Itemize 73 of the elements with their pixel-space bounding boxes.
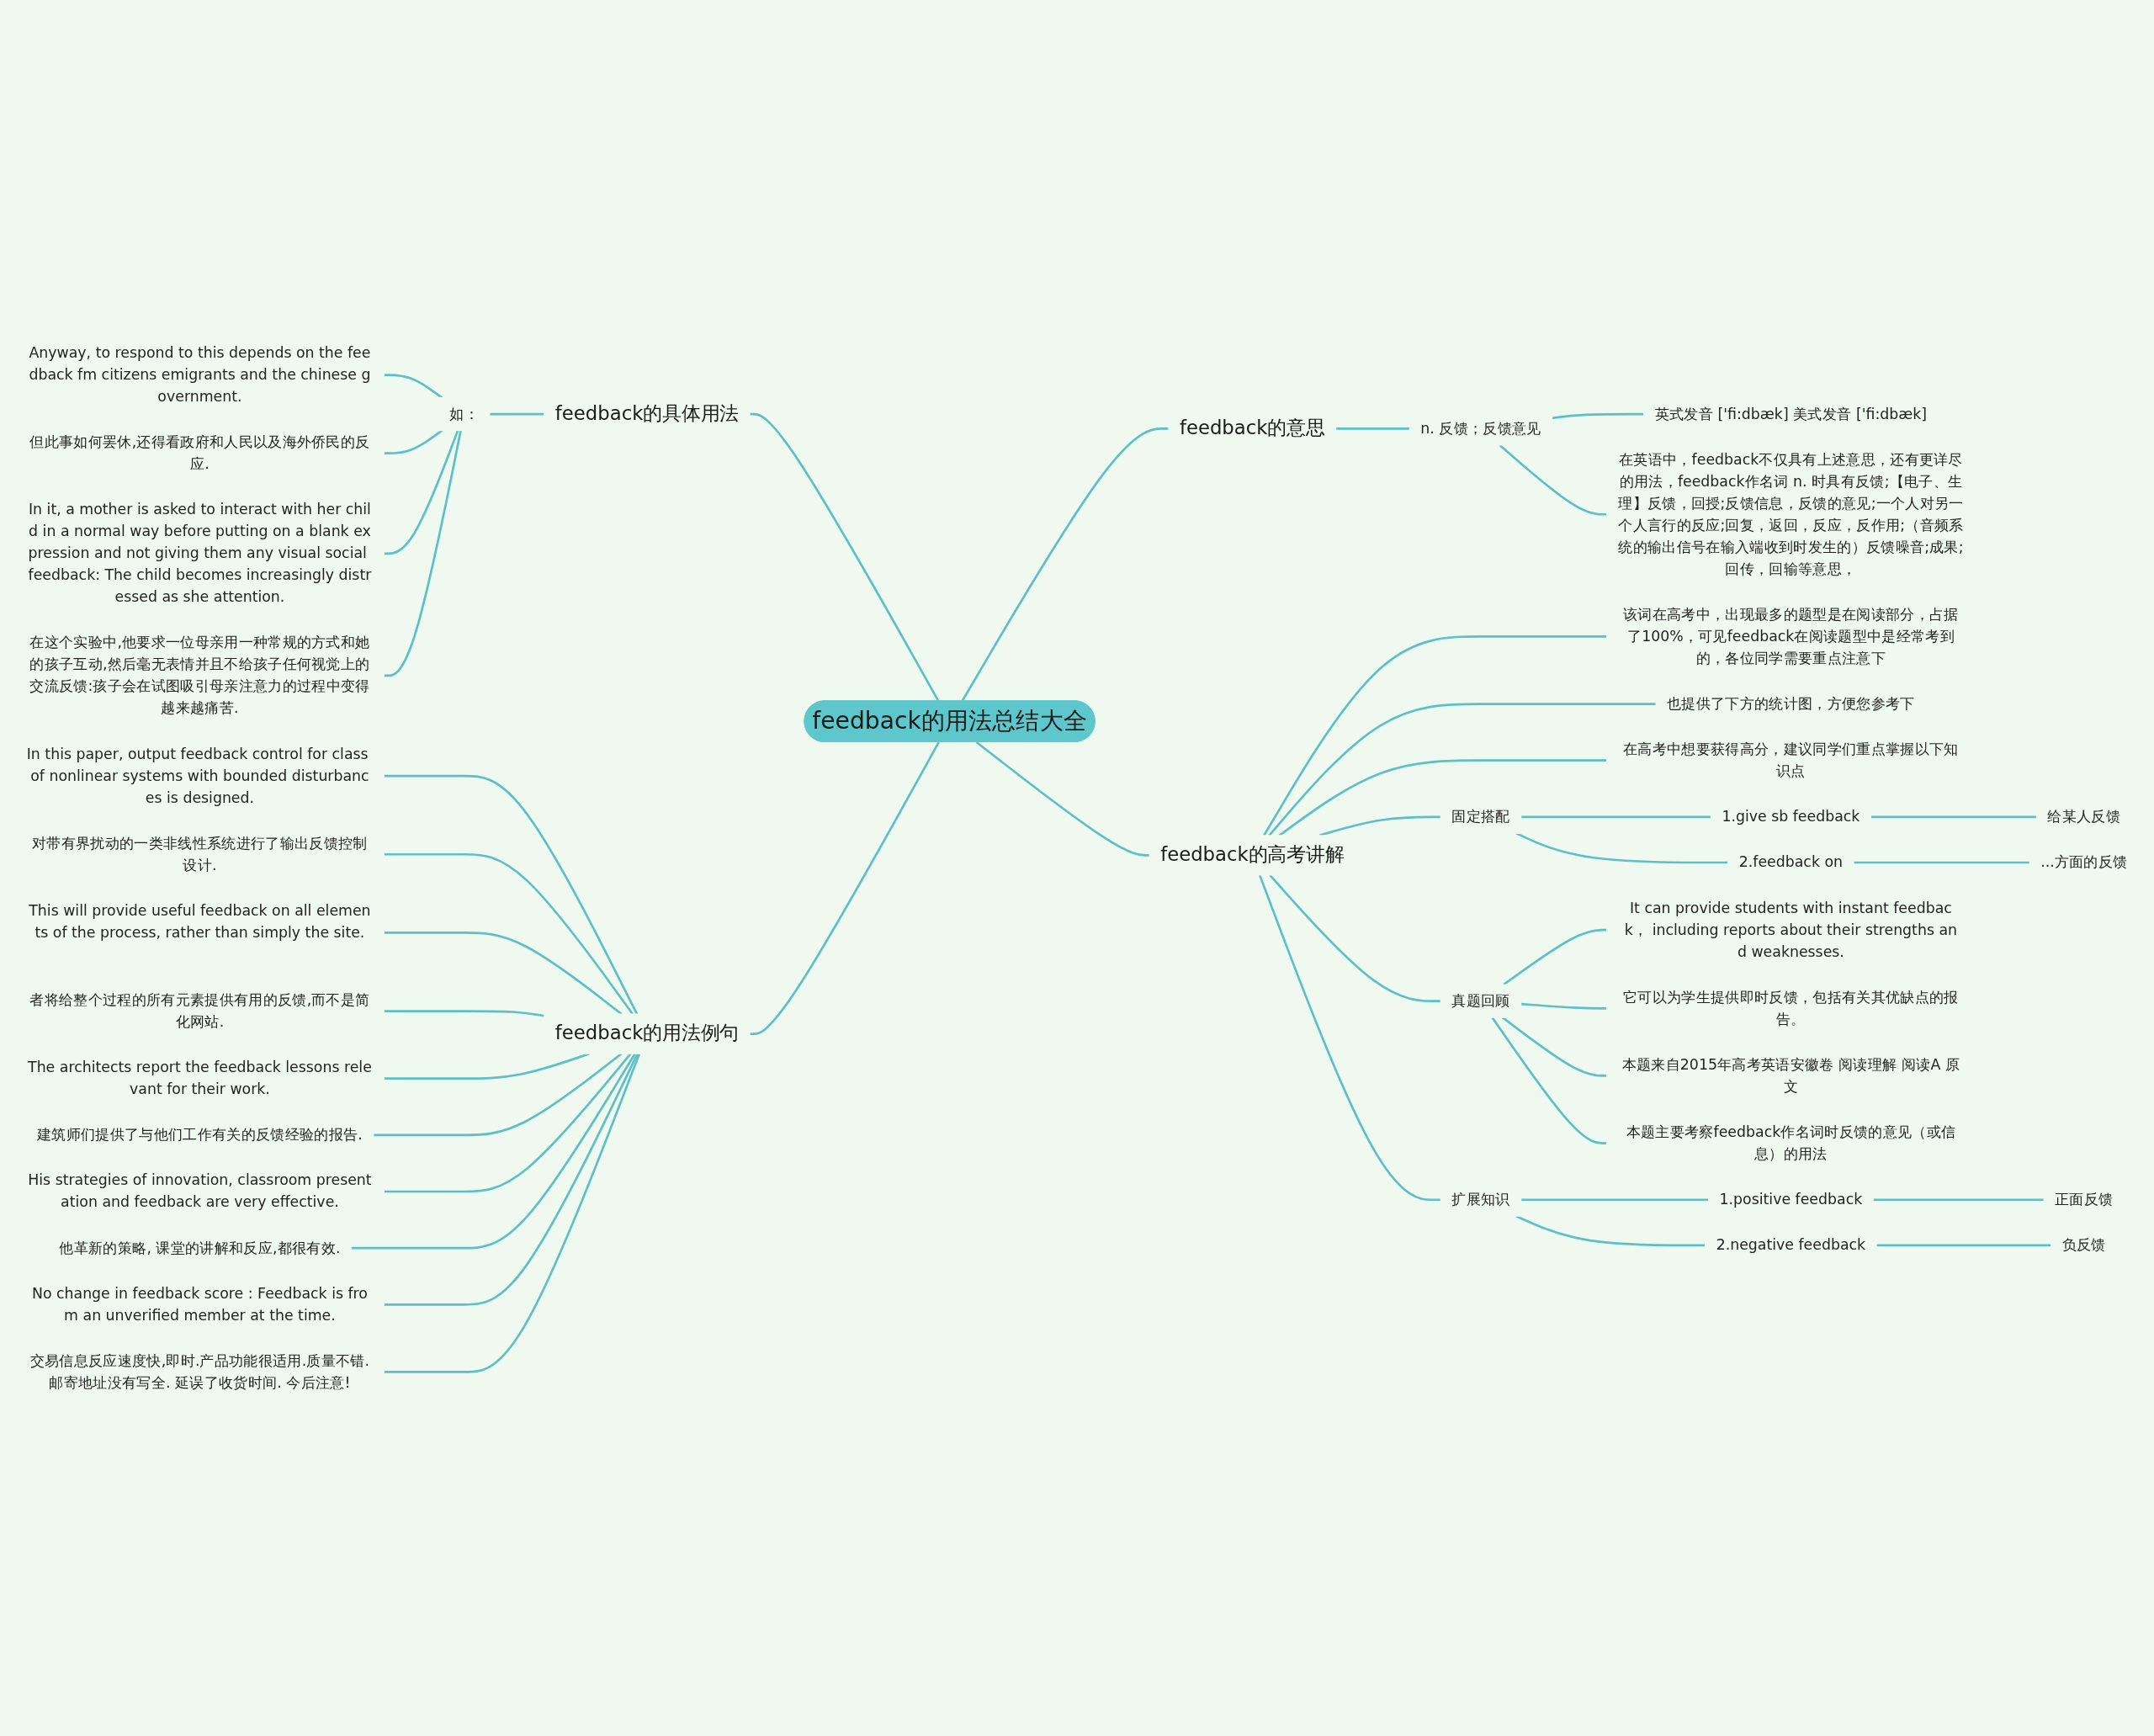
node-text: The architects report the feedback lessons relevant for their work. <box>28 1058 372 1098</box>
node-text: 1.give sb feedback <box>1722 808 1860 826</box>
node-text: This will provide useful feedback on all elements of the process, rather than simply the site. <box>29 901 371 942</box>
connector <box>1491 1017 1607 1144</box>
node-text: It can provide students with instant feedback， including reports about their strengths and weaknesses. <box>1624 899 1958 960</box>
node-text: 在英语中，feedback不仅具有上述意思，还有更详尽的用法，feedback作名词 n. 时具有反馈;【电子、生理】反馈，回授;反馈信息，反馈的意见;一个人对另一个人言行的反应;回复，返回，反应，反作用;（音频系统的输出信号在输入端收到时发生的）反馈噪音;成果;回传，回输等意思， <box>1618 450 1964 577</box>
node-text: 也提供了下方的统计图，方便您参考下 <box>1667 694 1915 713</box>
connector <box>384 430 459 555</box>
connector <box>1520 1198 1709 1202</box>
connector <box>384 374 443 399</box>
connector <box>1503 928 1607 986</box>
node-text: 固定搭配 <box>1451 808 1510 826</box>
connector <box>384 852 634 1015</box>
node-text: 在高考中想要获得高分，建议同学们重点掌握以下知识点 <box>1623 740 1959 780</box>
node-text: 交易信息反应速度快,即时.产品功能很适用.质量不错.邮寄地址没有写全. 延误了收货时间. 今后注意! <box>29 1351 370 1392</box>
connector <box>1854 861 2030 864</box>
node-text: feedback的高考讲解 <box>1160 843 1345 866</box>
node-text: 2.feedback on <box>1738 853 1844 871</box>
node-text: Anyway, to respond to this depends on the feedback fm citizens emigrants and the chinese government. <box>29 343 371 406</box>
node-text: In this paper, output feedback control for class of nonlinear systems with bounded disturbances is designed. <box>26 745 369 806</box>
connector <box>384 932 623 1016</box>
node-text: No change in feedback score : Feedback is from an unverified member at the time. <box>31 1284 368 1325</box>
node-text: 者将给整个过程的所有元素提供有用的反馈,而不是简化网站. <box>29 990 370 1031</box>
connector <box>384 1053 632 1193</box>
connector <box>373 1053 623 1137</box>
connector <box>750 741 940 1035</box>
connector <box>1501 1017 1607 1077</box>
connector <box>1258 874 1441 1202</box>
node-text: In it, a mother is asked to interact with her child in a normal way before putting on a blank expression and not giving them any visual social feedback: The child becomes increasingly distressed as she attention. <box>28 501 372 606</box>
node-text: 他革新的策略, 课堂的讲解和反应,都很有效. <box>59 1239 341 1256</box>
connector <box>1876 1244 2051 1247</box>
connector <box>961 427 1169 702</box>
node-text: 该词在高考中，出现最多的题型是在阅读部分，占据了100%，可见feedback在阅读题型中是经常考到的，各位同学需要重点注意下 <box>1623 605 1959 667</box>
node-text: 2.negative feedback <box>1716 1236 1866 1254</box>
node-text: 真题回顾 <box>1451 991 1510 1010</box>
node-text: 建筑师们提供了与他们工作有关的反馈经验的报告. <box>37 1126 363 1144</box>
node-text: 负反馈 <box>2061 1236 2106 1254</box>
connector <box>384 774 639 1015</box>
connector <box>1515 1215 1706 1247</box>
node-text: ...方面的反馈 <box>2040 853 2128 871</box>
connector <box>384 1053 641 1373</box>
node-text: 本题主要考察feedback作名词时反馈的意见（或信息）的用法 <box>1626 1123 1956 1163</box>
connector <box>1520 1002 1607 1010</box>
node-text: His strategies of innovation, classroom presentation and feedback are very effective. <box>28 1171 372 1211</box>
connector <box>975 741 1150 857</box>
connector <box>750 412 940 702</box>
connector <box>1499 443 1607 516</box>
connector <box>384 1053 639 1306</box>
node-text: 正面反馈 <box>2055 1190 2114 1208</box>
connector <box>1515 832 1728 864</box>
node-text: 在这个实验中,他要求一位母亲用一种常规的方式和她的孩子互动,然后毫无表情并且不给孩子任何视觉上的交流反馈:孩子会在试图吸引母亲注意力的过程中变得越来越痛苦. <box>29 634 370 717</box>
node-text: feedback的用法例句 <box>554 1022 740 1044</box>
node-text: 它可以为学生提供即时反馈，包括有关其优缺点的报告。 <box>1623 988 1959 1028</box>
connector <box>1335 427 1410 430</box>
node-text: 给某人反馈 <box>2047 808 2121 826</box>
connector <box>351 1053 636 1250</box>
connector <box>1520 815 1711 819</box>
node-text: 对带有界扰动的一类非线性系统进行了输出反馈控制设计. <box>32 834 368 873</box>
connector <box>1873 1198 2045 1202</box>
connector <box>384 430 462 677</box>
connector <box>1269 874 1441 1002</box>
node-text: feedback的具体用法 <box>554 402 740 425</box>
node-text: 但此事如何罢休,还得看政府和人民以及海外侨民的反应. <box>29 433 370 473</box>
connector <box>384 429 443 455</box>
connector <box>1552 412 1644 420</box>
node-text: 1.positive feedback <box>1719 1190 1863 1208</box>
node-text: n. 反馈；反馈意见 <box>1420 419 1541 438</box>
node-text: 扩展知识 <box>1451 1190 1510 1208</box>
node-text: 本题来自2015年高考英语安徽卷 阅读理解 阅读A 原文 <box>1621 1055 1960 1096</box>
connector <box>1870 815 2037 819</box>
node-text: feedback的意思 <box>1179 417 1325 439</box>
node-text: 英式发音 ['fi:dbæk] 美式发音 ['fi:dbæk] <box>1654 405 1928 422</box>
connector <box>489 412 544 416</box>
